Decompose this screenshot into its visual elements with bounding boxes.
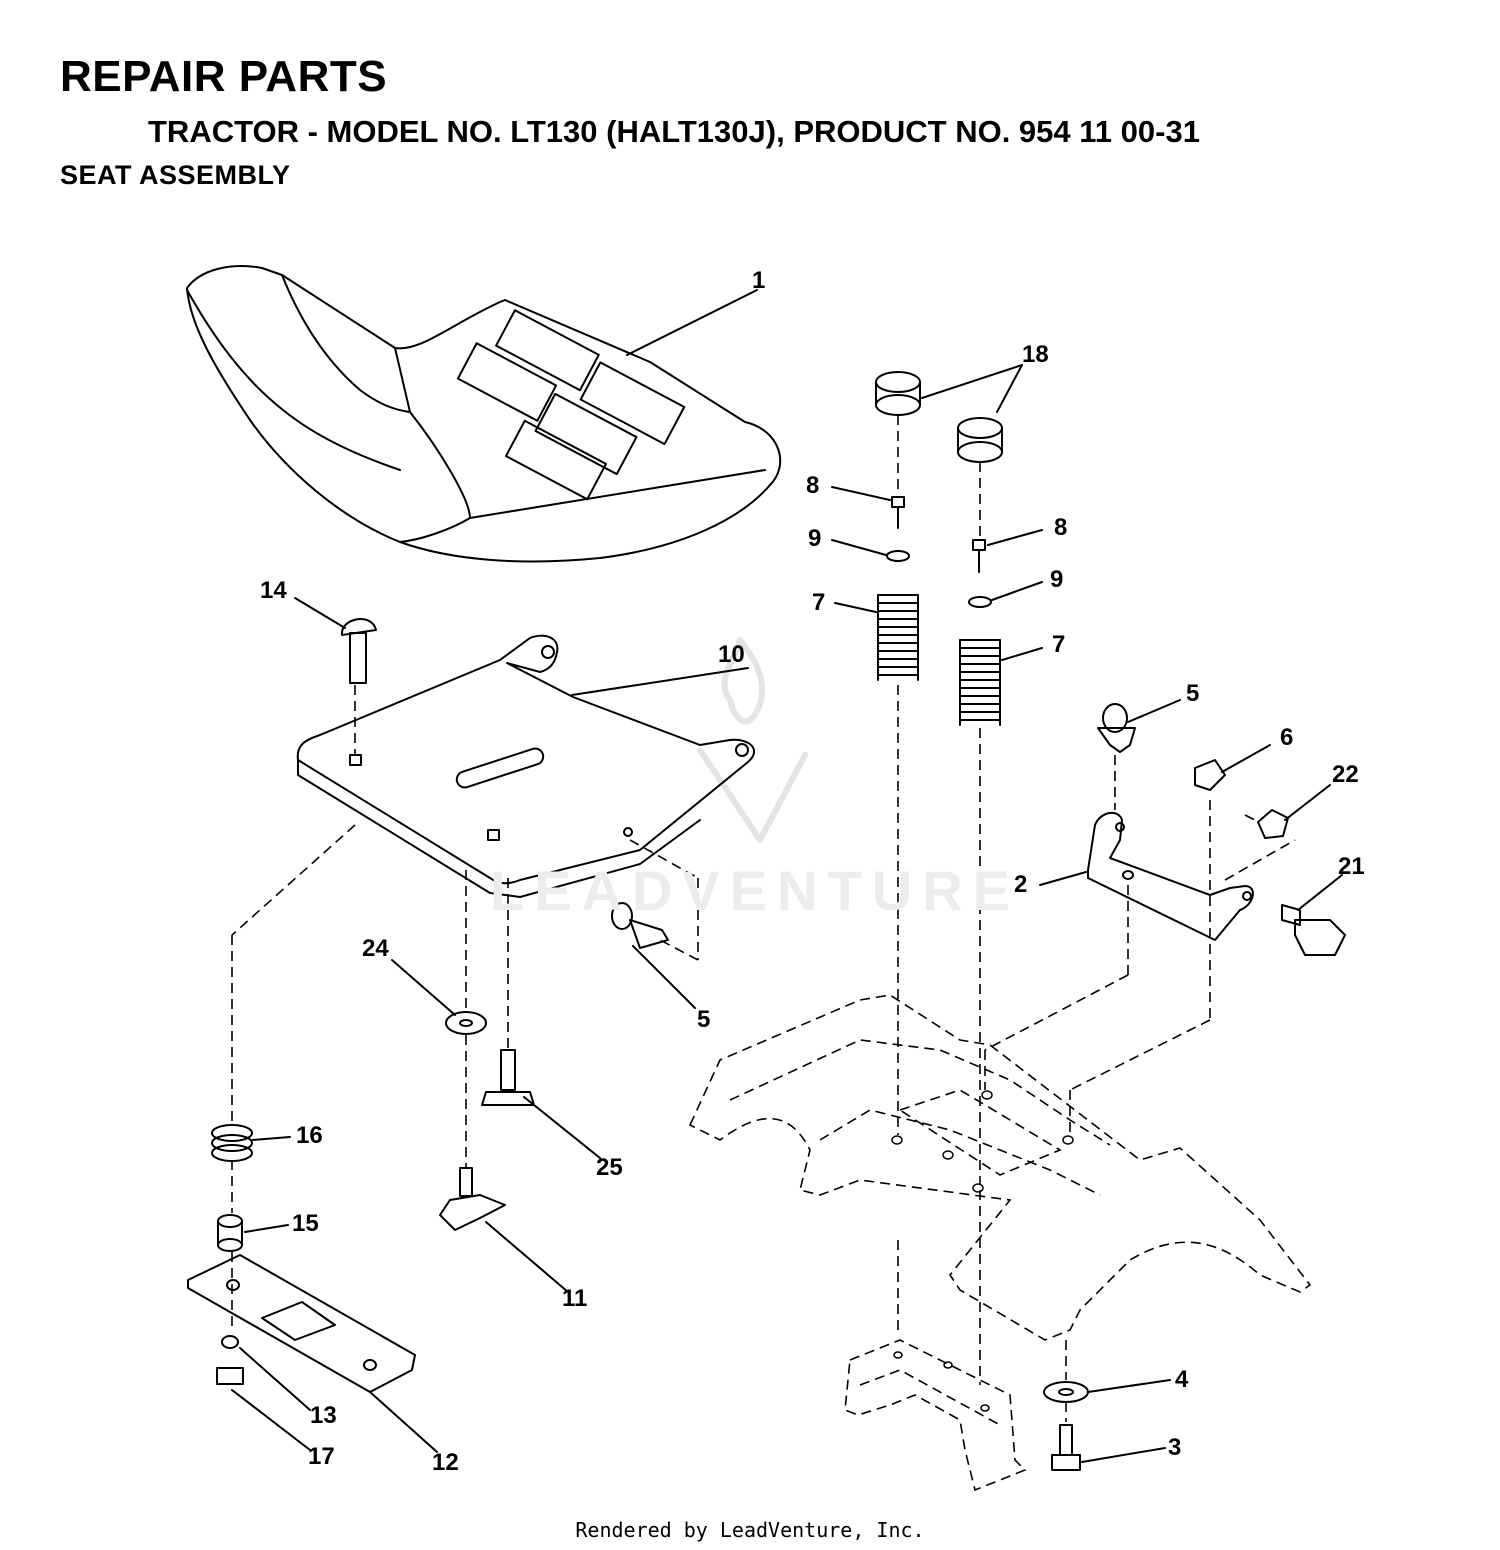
spacer-part: [217, 1214, 243, 1252]
section-title: SEAT ASSEMBLY: [60, 160, 291, 190]
leader-line: [1221, 744, 1271, 773]
knob-part: [439, 1167, 506, 1231]
flange-bolt-part: [1281, 904, 1346, 956]
cable-clip-part: [1097, 703, 1136, 753]
bolt-part: [891, 496, 986, 573]
spring-part: [877, 594, 1001, 726]
leader-line: [1001, 647, 1043, 661]
page-title: REPAIR PARTS: [60, 52, 388, 101]
leader-line: [1284, 784, 1331, 821]
leader-line: [523, 1096, 601, 1159]
spring-part: [211, 1124, 253, 1162]
leader-line: [1127, 699, 1181, 723]
leader-line: [987, 529, 1043, 546]
leader-line: [1297, 874, 1343, 911]
leader-line: [244, 1224, 289, 1233]
callout-6: 6: [1280, 724, 1293, 751]
callout-3: 3: [1168, 1434, 1181, 1461]
callout-14: 14: [260, 577, 287, 604]
seat-bracket-part: [1087, 811, 1254, 941]
callout-9: 9: [1050, 566, 1063, 593]
callout-2: 2: [1014, 871, 1027, 898]
callout-25: 25: [596, 1154, 623, 1181]
callout-5: 5: [1186, 680, 1199, 707]
callout-4: 4: [1175, 1366, 1189, 1393]
washer-part: [968, 596, 992, 608]
bolt-part: [1051, 1424, 1081, 1471]
exploded-parts-diagram: LEADVENTURE 1 18 8 8 9 9 7 7 5 6 22 21 2…: [186, 265, 1365, 1492]
callout-12: 12: [432, 1449, 459, 1476]
watermark-logo: [697, 637, 808, 843]
callout-15: 15: [292, 1210, 319, 1237]
seat-part: [186, 265, 782, 563]
frame-outline: [231, 415, 1312, 1492]
leader-line: [1087, 1379, 1171, 1393]
callout-21: 21: [1338, 853, 1365, 880]
nut-part: [216, 1367, 244, 1385]
washer-part: [445, 1011, 487, 1035]
callout-5: 5: [697, 1006, 710, 1033]
bracket-plate-part: [187, 1254, 416, 1393]
leader-line: [391, 959, 456, 1016]
callout-8: 8: [1054, 514, 1067, 541]
leader-line: [294, 597, 346, 629]
leader-line: [485, 1221, 569, 1293]
watermark-text: LEADVENTURE: [490, 859, 1020, 922]
shoulder-bolt-part: [481, 1049, 535, 1106]
leader-line: [571, 667, 749, 696]
seat-pan-part: [296, 634, 755, 898]
footer-credit: Rendered by LeadVenture, Inc.: [575, 1518, 925, 1542]
leader-line: [831, 486, 891, 501]
leader-line: [996, 364, 1023, 413]
callout-16: 16: [296, 1122, 323, 1149]
leader-line: [231, 1389, 311, 1451]
leader-line: [991, 581, 1043, 601]
callout-24: 24: [362, 935, 389, 962]
leader-line: [1081, 1447, 1166, 1463]
callout-13: 13: [310, 1402, 337, 1429]
leader-line: [239, 1347, 311, 1411]
callout-18: 18: [1022, 341, 1049, 368]
callout-11: 11: [562, 1285, 587, 1312]
callout-8: 8: [806, 472, 819, 499]
callout-1: 1: [752, 267, 765, 294]
washer-part: [1043, 1381, 1089, 1403]
leader-line: [251, 1136, 291, 1141]
callout-7: 7: [1052, 631, 1065, 658]
callout-10: 10: [718, 641, 745, 668]
leader-line: [921, 364, 1023, 399]
callout-17: 17: [308, 1443, 335, 1470]
callout-7: 7: [812, 589, 825, 616]
carriage-bolt-part: [340, 618, 377, 684]
leader-line: [369, 1391, 438, 1453]
spacer-part: [875, 371, 1003, 463]
nut-part: [1257, 809, 1289, 839]
leader-line: [632, 945, 696, 1009]
washer-part: [886, 550, 910, 562]
callout-22: 22: [1332, 761, 1359, 788]
callout-9: 9: [808, 525, 821, 552]
leader-line: [1039, 871, 1087, 886]
leader-line: [626, 289, 758, 356]
leader-line: [834, 602, 877, 613]
washer-part: [221, 1335, 239, 1349]
leader-line: [831, 539, 887, 556]
nut-part: [1194, 759, 1226, 791]
model-subtitle: TRACTOR - MODEL NO. LT130 (HALT130J), PR…: [148, 114, 1200, 149]
cable-clip-part: [611, 902, 669, 949]
